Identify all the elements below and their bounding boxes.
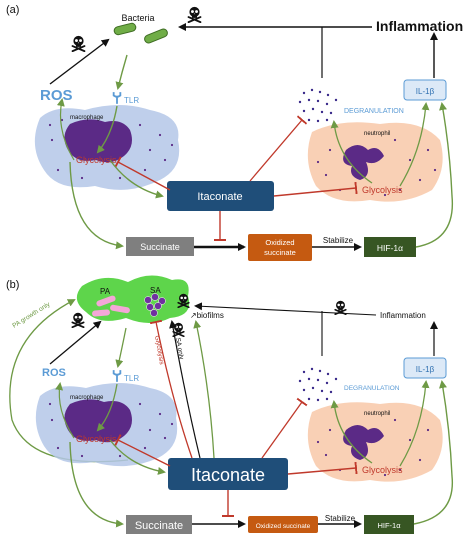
succinate-box — [126, 237, 194, 256]
itaconate-label: Itaconate — [191, 465, 265, 485]
macrophage-label: macrophage — [70, 115, 104, 121]
ros-to-bacteria-arrow — [49, 38, 110, 85]
ros-to-biofilm-arrow — [49, 320, 102, 365]
neutrophil-label: neutrophil — [364, 131, 390, 137]
itaconate-to-biofilms-arrow — [193, 320, 215, 459]
macrophage-glycolysis-label: Glycolysis — [76, 155, 117, 165]
skull-icon — [71, 35, 86, 52]
pa-growth-only-label: PA growth only — [11, 301, 52, 330]
biofilms-label: ↗biofilms — [190, 311, 224, 320]
sa-label: SA — [150, 286, 161, 295]
bacteria-to-tlr-arrow — [115, 54, 128, 90]
oxidized-succinate-label-2: succinate — [264, 248, 296, 257]
itaconate-inhibits-neutrophil-glycolysis — [287, 461, 358, 475]
panel-b-label: (b) — [6, 279, 19, 291]
oxidized-succinate-label-1: Oxidized — [265, 238, 294, 247]
itaconate-inhibits-degranulation — [249, 115, 308, 182]
glycolysis-to-itaconate-arrow — [109, 159, 164, 199]
hif-label: HIF-1α — [377, 521, 401, 530]
skull-icon — [71, 312, 85, 328]
degranulation-label: DEGRANULATION — [344, 385, 400, 392]
panel-b: (b) PA SA ↗biofilms Inflammation PA grow… — [6, 275, 454, 534]
degranulation-label: DEGRANULATION — [344, 108, 404, 115]
tlr-to-glycolysis-arrow — [96, 383, 118, 432]
il1b-label: IL-1β — [416, 87, 435, 96]
stabilize-label: Stabilize — [323, 236, 354, 245]
ros-label: ROS — [42, 367, 66, 379]
tlr-label: TLR — [124, 96, 139, 105]
succinate-box — [126, 515, 192, 534]
il1b-box — [403, 79, 447, 101]
hif-box — [364, 237, 416, 257]
itaconate-box — [167, 181, 274, 211]
itaconate-inhibits-macrophage-glycolysis — [114, 156, 171, 191]
oxidized-succinate-label: Oxidized succinate — [256, 523, 311, 530]
dot-cloud-icon — [298, 367, 338, 402]
macrophage-label: macrophage — [70, 395, 104, 401]
oxidized-succinate-box — [248, 516, 318, 533]
tlr-to-glycolysis-arrow — [96, 105, 118, 154]
glycolysis-to-itaconate-arrow — [109, 439, 166, 475]
itaconate-inhibits-degranulation — [261, 397, 308, 459]
panel-a-label: (a) — [6, 4, 19, 16]
bacteria-label: Bacteria — [121, 13, 154, 23]
il1b-box — [403, 357, 447, 379]
hif-box — [364, 515, 414, 534]
glycolysis-to-succinate-arrow — [69, 441, 124, 528]
neutrophil-glycolysis-label: Glycolysis — [362, 465, 403, 475]
macrophage-cell — [34, 105, 180, 190]
hif-to-il1b-arrow — [413, 380, 454, 525]
neutrophil-label: neutrophil — [364, 411, 390, 417]
pa-sa-biofilm — [76, 275, 190, 323]
macrophage-cell — [35, 383, 178, 467]
vertical-glycolysis-label: Glycolysis — [153, 335, 165, 366]
glycolysis-to-succinate-arrow — [69, 161, 124, 250]
dot-cloud-icon — [298, 88, 338, 123]
glycolysis-to-ros-arrow — [56, 98, 75, 161]
neutrophil-cell — [307, 122, 443, 202]
hif-to-il1b-arrow — [415, 102, 454, 248]
glycolysis-to-ros-arrow — [55, 382, 75, 439]
tlr-receptor-icon — [112, 91, 122, 105]
neutrophil-glycolysis-to-degranulation-arrow — [330, 400, 373, 464]
ros-label: ROS — [40, 87, 73, 104]
sa-only-label: SA only — [174, 337, 185, 361]
skull-icon — [187, 6, 202, 23]
hif-label: HIF-1α — [377, 243, 403, 253]
itaconate-inhibits-bacterial-glycolysis — [149, 319, 193, 459]
tlr-label: TLR — [124, 374, 139, 383]
neutrophil-glycolysis-to-il1b-arrow — [399, 102, 430, 187]
succinate-label: Succinate — [140, 242, 180, 252]
neutrophil-glycolysis-to-il1b-arrow — [399, 380, 430, 467]
inflammation-label: Inflammation — [380, 311, 426, 320]
macrophage-glycolysis-label: Glycolysis — [76, 434, 117, 444]
neutrophil-cell — [307, 402, 443, 482]
succinate-label: Succinate — [135, 520, 183, 532]
tlr-receptor-icon — [112, 369, 122, 383]
biofilm-to-tlr-arrow — [115, 327, 127, 368]
skull-icon — [334, 300, 347, 315]
itaconate-sa-only-arrow — [169, 320, 201, 459]
inflammation-label: Inflammation — [376, 18, 463, 34]
neutrophil-glycolysis-label: Glycolysis — [362, 185, 403, 195]
oxidized-succinate-box — [248, 234, 312, 261]
neutrophil-glycolysis-to-degranulation-arrow — [330, 120, 373, 184]
itaconate-label: Itaconate — [197, 191, 242, 203]
il1b-label: IL-1β — [416, 365, 435, 374]
itaconate-inhibits-macrophage-glycolysis — [114, 434, 171, 467]
bacteria-icon — [113, 22, 168, 44]
inflammation-to-biofilm-arrow — [194, 302, 377, 316]
pa-label: PA — [100, 287, 111, 296]
panel-a: (a) Bacteria Inflammation ROS macrop — [6, 4, 463, 261]
stabilize-label: Stabilize — [325, 514, 356, 523]
itaconate-inhibits-neutrophil-glycolysis — [273, 181, 358, 197]
itaconate-box — [168, 458, 288, 490]
